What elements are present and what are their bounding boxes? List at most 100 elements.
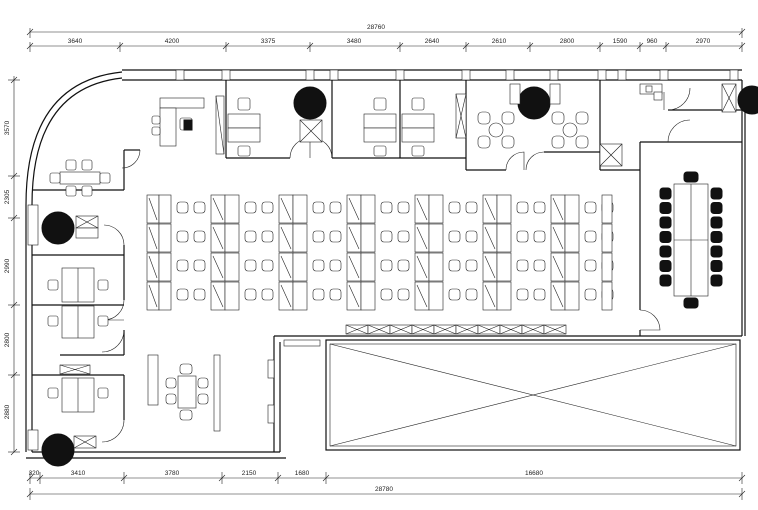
workstation-chair xyxy=(380,288,393,301)
workstation-desk xyxy=(496,194,512,224)
workstation-chair xyxy=(397,201,410,214)
workstation-chair xyxy=(533,288,546,301)
workstation-desk xyxy=(158,194,172,224)
workstation-chair xyxy=(329,259,342,272)
bottom-dim-2: 3410 xyxy=(71,470,86,477)
bottom-dim-4: 2150 xyxy=(242,470,257,477)
left-dim-5: 2880 xyxy=(4,404,11,419)
left-dimension-chain: 3570 2305 2990 2800 2880 xyxy=(4,76,20,456)
meeting-chair xyxy=(659,216,672,229)
workstation-chair xyxy=(312,201,325,214)
workstation-desk xyxy=(496,223,512,253)
workstation-chair xyxy=(533,230,546,243)
top-dim-10: 2970 xyxy=(696,38,711,45)
workstation-chair xyxy=(176,201,189,214)
workstation-chair xyxy=(516,230,529,243)
workstation-desk xyxy=(292,281,308,311)
workstation-desk xyxy=(564,194,580,224)
workstation-desk xyxy=(158,252,172,282)
workstation-chair xyxy=(312,259,325,272)
workstation-desk xyxy=(564,281,580,311)
workstation-chair xyxy=(380,201,393,214)
left-dim-4: 2800 xyxy=(4,332,11,347)
left-rooms-furniture xyxy=(47,159,275,432)
meeting-chair xyxy=(710,202,723,214)
workstation-chair xyxy=(176,288,189,301)
workstation-chair xyxy=(329,201,342,214)
workstation-chair xyxy=(465,288,478,301)
workstation-desk xyxy=(360,194,376,224)
workstation-chair xyxy=(193,288,206,301)
meeting-chair xyxy=(710,274,723,287)
workstation-desk xyxy=(292,194,308,224)
top-dim-4: 3480 xyxy=(347,38,362,45)
workstation-chair xyxy=(176,259,189,272)
top-dim-8: 1590 xyxy=(613,38,628,45)
meeting-chair xyxy=(659,274,672,287)
workstation-desk xyxy=(496,252,512,282)
top-total-dimension: 28760 xyxy=(367,24,385,31)
top-dim-2: 4200 xyxy=(165,38,180,45)
top-dim-5: 2640 xyxy=(425,38,440,45)
workstation-desk xyxy=(428,281,444,311)
top-dimension-chain: 28760 3640 4200 3375 3480 2640 2610 2800… xyxy=(26,24,746,52)
workstation-chair xyxy=(397,230,410,243)
workstation-chair xyxy=(261,201,274,214)
workstation-chair xyxy=(516,288,529,301)
workstation-chair xyxy=(584,259,597,272)
workstation-chair xyxy=(516,201,529,214)
workstation-desk xyxy=(292,223,308,253)
workstation-desk xyxy=(428,252,444,282)
bottom-dim-1: 320 xyxy=(29,470,40,477)
left-dim-2: 2305 xyxy=(4,189,11,204)
top-dim-7: 2800 xyxy=(560,38,575,45)
workstation-desk xyxy=(496,281,512,311)
workstation-desk xyxy=(158,281,172,311)
workstation-desk xyxy=(224,281,240,311)
storage-cabinets xyxy=(59,83,737,449)
workstation-chair xyxy=(329,288,342,301)
workstation-desk xyxy=(360,252,376,282)
workstation-chair xyxy=(261,288,274,301)
workstation-chair xyxy=(380,259,393,272)
workstation-chair xyxy=(448,288,461,301)
workstation-chair xyxy=(244,288,257,301)
top-dim-1: 3640 xyxy=(68,38,83,45)
workstation-chair xyxy=(465,201,478,214)
bottom-dim-3: 3780 xyxy=(165,470,180,477)
workstation-desk xyxy=(428,194,444,224)
bottom-dim-5: 1680 xyxy=(295,470,310,477)
workstation-chair xyxy=(448,230,461,243)
workstation-chair xyxy=(193,259,206,272)
workstation-chair xyxy=(329,230,342,243)
left-dim-1: 3570 xyxy=(4,120,11,135)
workstation-chair xyxy=(312,230,325,243)
workstation-chair xyxy=(261,230,274,243)
workstation-chair xyxy=(193,201,206,214)
workstation-desk xyxy=(158,223,172,253)
top-dim-3: 3375 xyxy=(261,38,276,45)
workstation-chair xyxy=(584,288,597,301)
meeting-chair xyxy=(710,231,723,243)
top-dim-9: 960 xyxy=(647,38,658,45)
workstation-chair xyxy=(448,201,461,214)
workstation-desk xyxy=(224,194,240,224)
structural-columns xyxy=(27,85,758,467)
meeting-chair xyxy=(710,245,723,258)
workstation-chair xyxy=(244,259,257,272)
workstation-chair xyxy=(244,201,257,214)
bottom-total-dimension: 28780 xyxy=(375,486,393,493)
meeting-chair xyxy=(659,202,672,214)
workstation-chair xyxy=(380,230,393,243)
workstation-chair xyxy=(533,201,546,214)
workstation-chair xyxy=(584,201,597,214)
meeting-chair xyxy=(659,245,672,258)
outer-walls xyxy=(25,69,746,459)
workstation-chair xyxy=(533,259,546,272)
workstation-chair xyxy=(193,230,206,243)
meeting-chair xyxy=(659,260,672,272)
workstation-chair xyxy=(397,259,410,272)
workstation-chair xyxy=(244,230,257,243)
workstation-chair xyxy=(516,259,529,272)
